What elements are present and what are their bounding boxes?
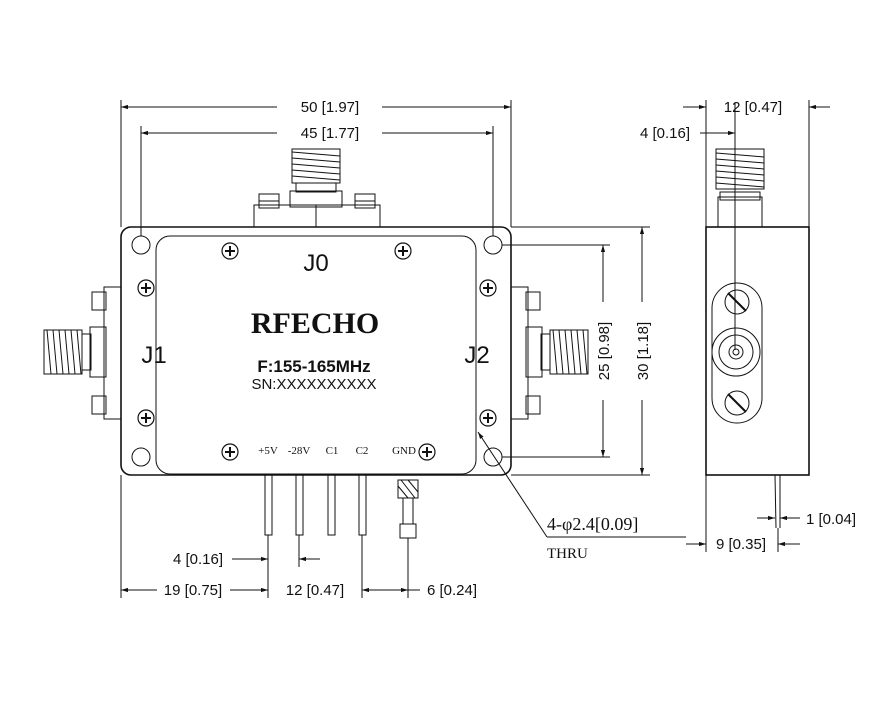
screw-icon [394, 242, 412, 260]
pins [264, 474, 419, 539]
port-label-j1: J1 [141, 342, 166, 369]
hole-thru-note: THRU [547, 546, 588, 562]
dim-overall-width: 50 [1.97] [301, 99, 359, 116]
screw-icon [137, 409, 155, 427]
screw-icon [724, 390, 750, 416]
dim-pin-pitch: 4 [0.16] [173, 551, 223, 568]
dim-pin-span: 12 [0.47] [286, 582, 344, 599]
pin-label: +5V [258, 445, 278, 457]
screw-icon [221, 242, 239, 260]
screw-icon [137, 279, 155, 297]
dim-side-width: 12 [0.47] [724, 99, 782, 116]
dim-pin-length: 1 [0.04] [806, 511, 856, 528]
side-housing [705, 226, 810, 476]
mounting-hole [483, 447, 503, 467]
port-label-j2: J2 [464, 342, 489, 369]
pin-label: GND [392, 445, 416, 457]
dim-side-connector-offset: 4 [0.16] [640, 125, 690, 142]
screw-icon [724, 289, 750, 315]
screw-icon [418, 443, 436, 461]
brand-logo: RFECHO [251, 307, 379, 340]
screw-icon [479, 409, 497, 427]
lid-outline [155, 235, 477, 475]
screw-icon [221, 443, 239, 461]
serial-label: SN:XXXXXXXXXX [251, 376, 376, 393]
mounting-hole [131, 447, 151, 467]
dim-hole-spacing-height: 25 [0.98] [596, 322, 613, 380]
frequency-label: F:155-165MHz [257, 357, 370, 376]
pin-label: -28V [288, 445, 311, 457]
pin-label: C1 [326, 445, 339, 457]
mounting-hole [131, 235, 151, 255]
side-view [705, 103, 810, 529]
dim-gnd-offset: 6 [0.24] [427, 582, 477, 599]
dim-pin-offset: 19 [0.75] [164, 582, 222, 599]
dim-side-pin-offset: 9 [0.35] [716, 536, 766, 553]
connector-j0 [253, 148, 381, 228]
connector-j1 [43, 286, 122, 420]
front-dimensions: 50 [1.97] 45 [1.77] 30 [1.18] 25 [0.98] … [120, 99, 652, 599]
connector-j2 [510, 286, 589, 420]
dim-overall-height: 30 [1.18] [635, 322, 652, 380]
side-dimensions: 12 [0.47] 4 [0.16] 9 [0.35] 1 [0.04] [640, 99, 856, 553]
dim-hole-spacing-width: 45 [1.77] [301, 125, 359, 142]
pin-label: C2 [356, 445, 369, 457]
mounting-hole [483, 235, 503, 255]
front-view: J0 J1 J2 RFECHO F:155-165MHz SN:XXXXXXXX… [43, 148, 686, 562]
screw-icon [479, 279, 497, 297]
side-jack [711, 327, 761, 377]
port-label-j0: J0 [303, 250, 328, 277]
hole-callout: 4-φ2.4[0.09] [547, 514, 638, 534]
